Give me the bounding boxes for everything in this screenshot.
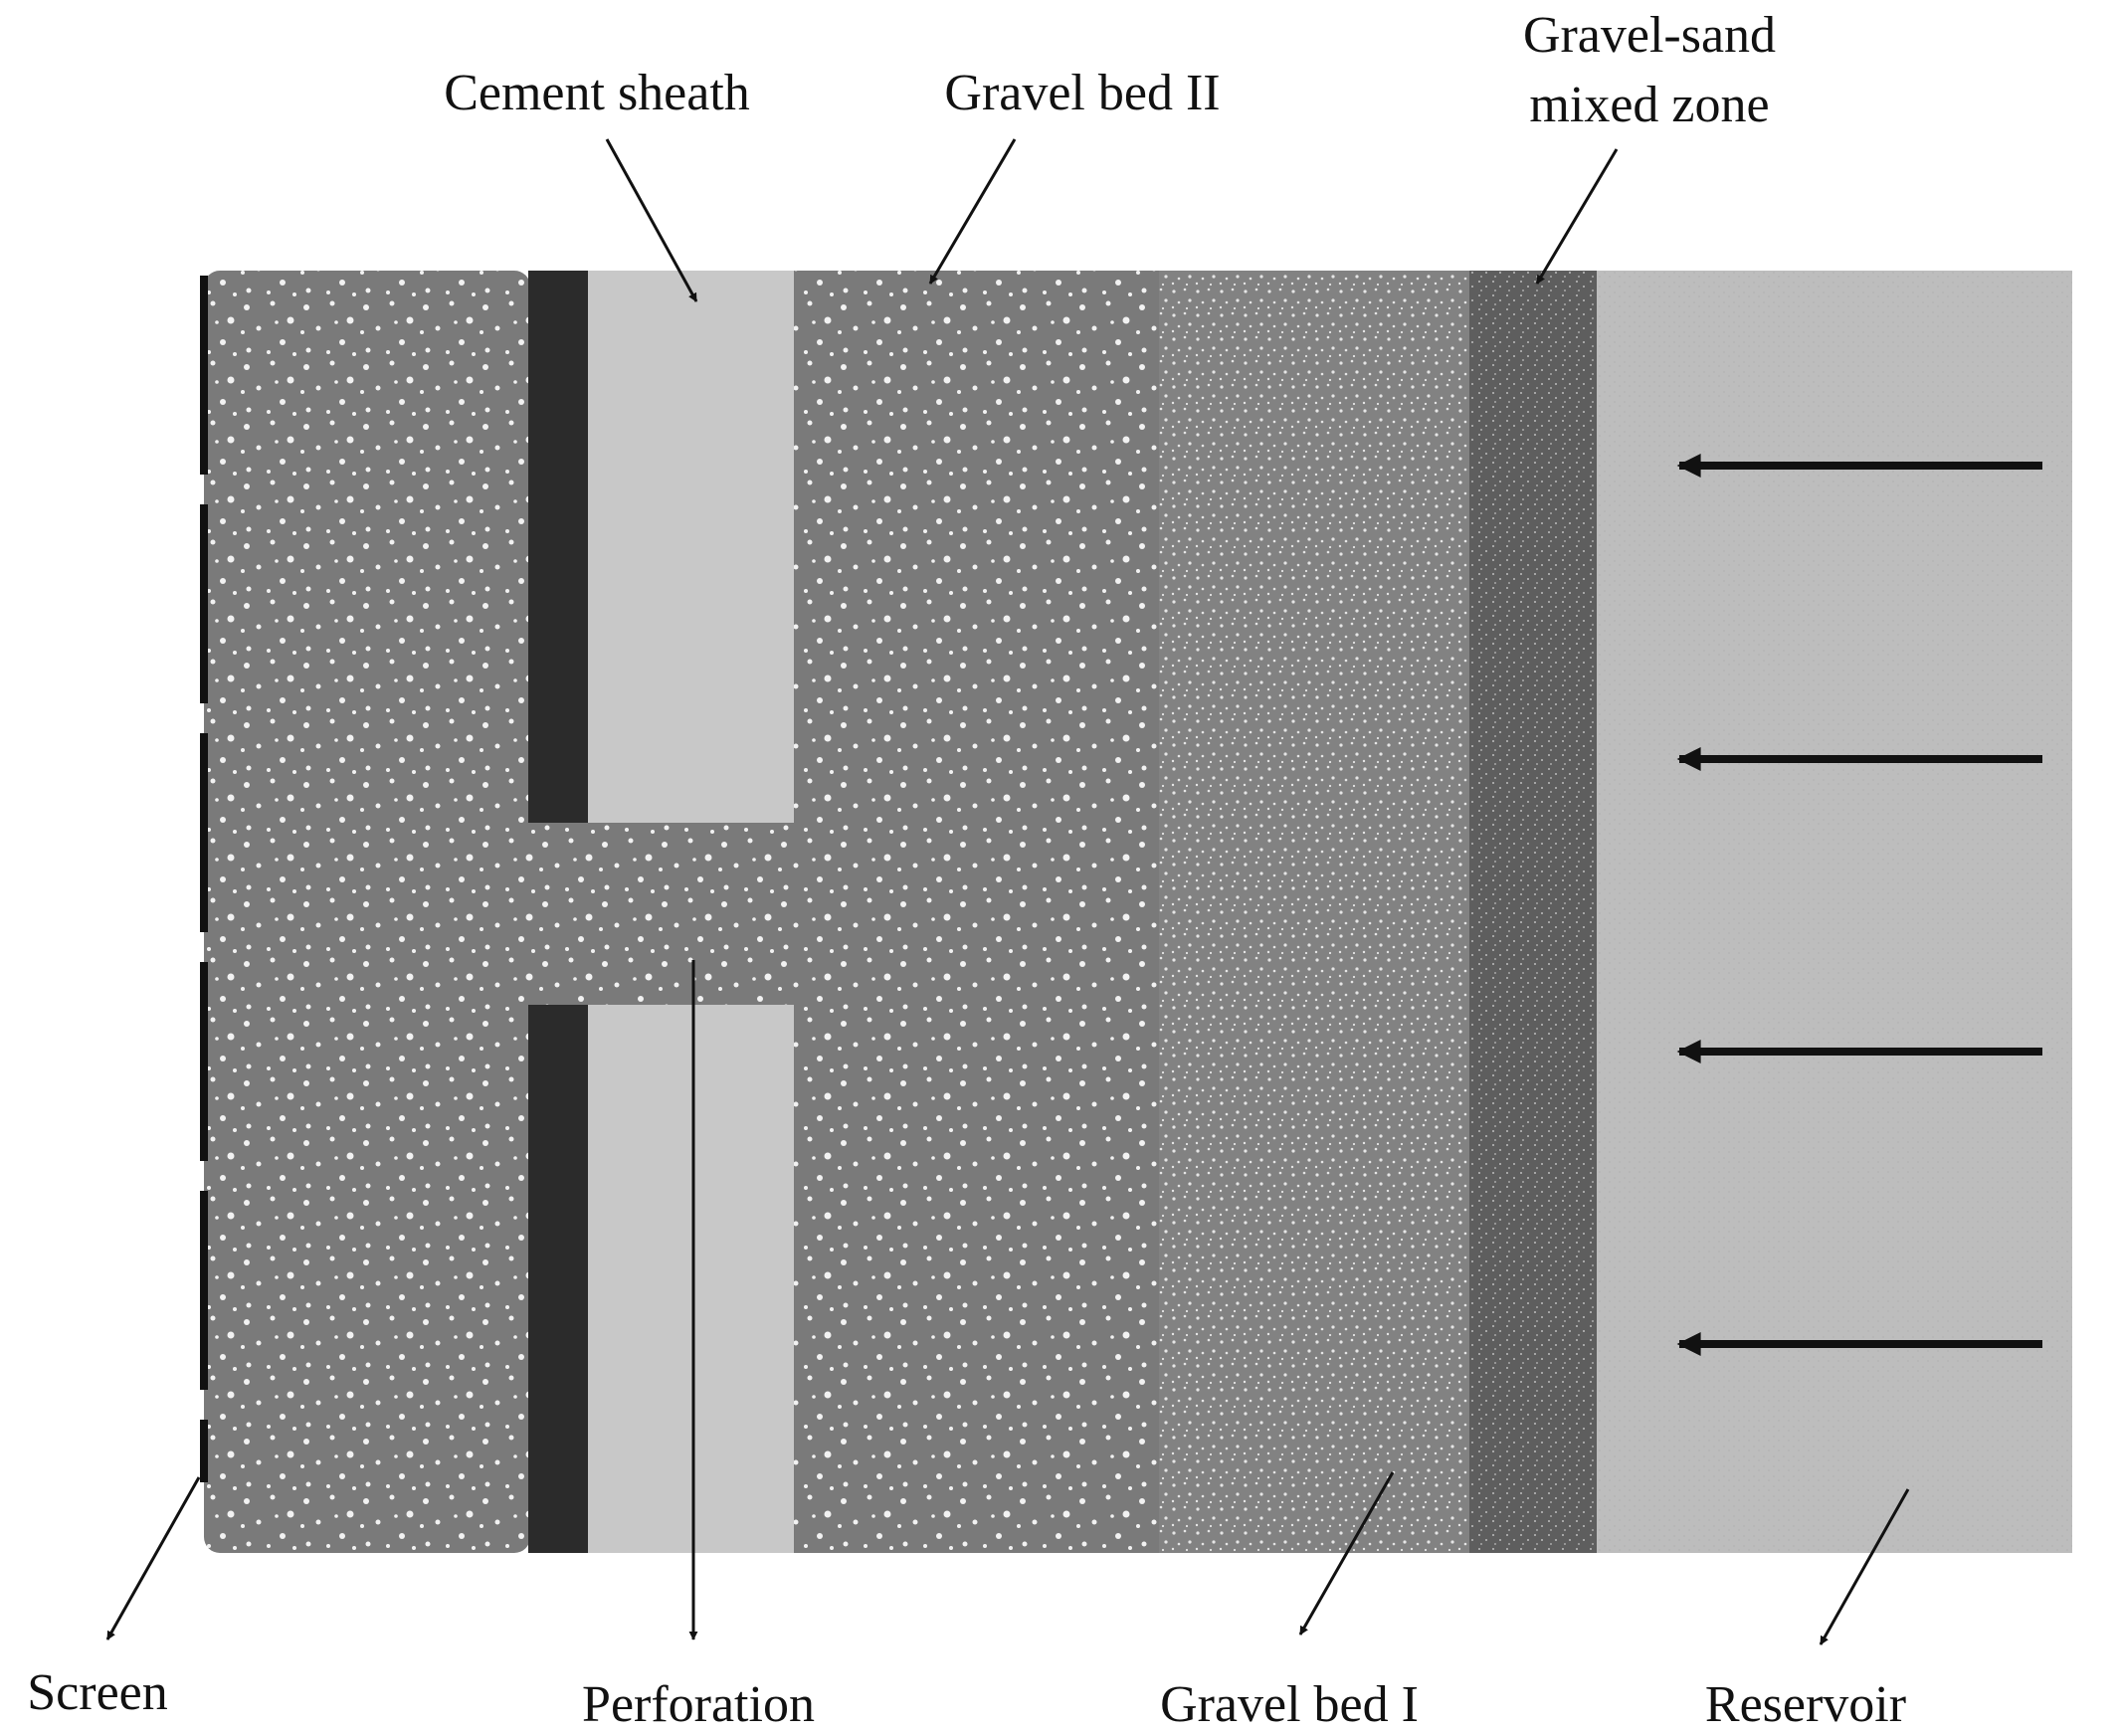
mixed-zone-region xyxy=(1469,271,1597,1553)
cement-sheath-label: Cement sheath xyxy=(444,65,750,121)
perforation-tunnel xyxy=(528,823,795,1005)
mixed-zone-arrow xyxy=(1535,148,1619,285)
cement-sheath-lower xyxy=(588,1005,794,1553)
gravel-sand-label-line2: mixed zone xyxy=(1529,77,1769,133)
gravel-sand-label-line1: Gravel-sand xyxy=(1523,7,1776,64)
perforation-label: Perforation xyxy=(582,1676,815,1733)
gravel-bed-2-region xyxy=(791,271,1159,1553)
reservoir-arrow xyxy=(1819,1488,1910,1645)
gravel-bed-1-arrow xyxy=(1298,1471,1395,1636)
screen-label: Screen xyxy=(27,1664,167,1721)
reservoir-label: Reservoir xyxy=(1705,1676,1906,1733)
inner-gravel-region xyxy=(204,271,530,1553)
gravel-bed-2-label: Gravel bed II xyxy=(944,65,1220,121)
casing-lower xyxy=(528,1005,588,1553)
gravel-bed-1-region xyxy=(1159,271,1469,1553)
reservoir-region xyxy=(1597,271,2072,1553)
gravel-bed-1-label: Gravel bed I xyxy=(1160,1676,1419,1733)
casing-upper xyxy=(528,271,588,823)
cement-sheath-upper xyxy=(588,271,794,823)
screen-arrow xyxy=(105,1476,201,1640)
cement-sheath-arrow xyxy=(605,138,698,302)
gravel-bed-2-arrow xyxy=(928,138,1017,285)
